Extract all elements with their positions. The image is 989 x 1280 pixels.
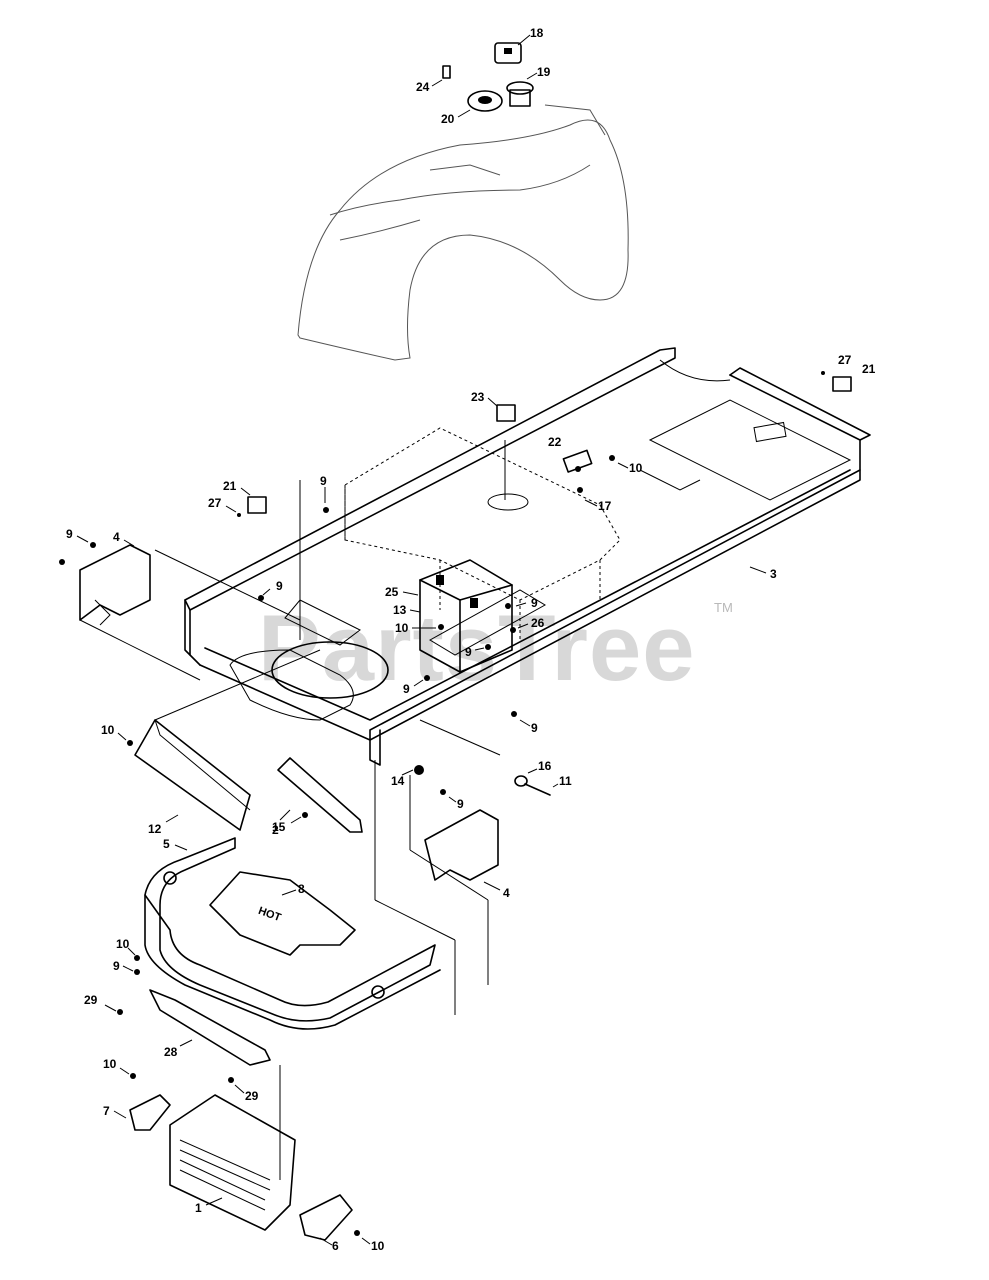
callout-15: 15	[272, 820, 286, 834]
callout-27-left: 27	[208, 496, 222, 510]
callout-29-a: 29	[84, 993, 98, 1007]
callout-9-b: 9	[66, 527, 73, 541]
callout-29-b: 29	[245, 1089, 259, 1103]
battery-13	[419, 559, 513, 673]
callout-11: 11	[559, 774, 572, 788]
callout-2: 2	[272, 823, 279, 837]
bracket-4-left	[79, 544, 151, 626]
callout-1: 1	[195, 1201, 202, 1215]
callout-13: 13	[393, 603, 407, 617]
callout-9-a: 9	[320, 474, 327, 488]
callout-17: 17	[598, 499, 612, 513]
callout-10-bumper: 10	[116, 937, 130, 951]
key-24	[442, 65, 451, 79]
callout-20: 20	[441, 112, 455, 126]
bumper-5	[144, 837, 441, 1030]
callout-10-lower: 10	[103, 1057, 117, 1071]
frame-chassis	[184, 347, 871, 766]
callout-6: 6	[332, 1239, 339, 1253]
callout-5: 5	[163, 837, 170, 851]
callout-4-right: 4	[503, 886, 510, 900]
fender-outline	[297, 104, 629, 361]
callout-26: 26	[531, 616, 545, 630]
callout-18: 18	[530, 26, 544, 40]
switch-19	[506, 81, 534, 107]
callout-10-top: 10	[629, 461, 643, 475]
callout-9-g: 9	[531, 721, 538, 735]
callout-9-e: 9	[465, 645, 472, 659]
callout-10-bottom: 10	[371, 1239, 385, 1253]
assembly-lines	[79, 440, 506, 1180]
callout-12: 12	[148, 822, 162, 836]
callout-22: 22	[548, 435, 562, 449]
callout-25: 25	[385, 585, 399, 599]
bracket-2	[277, 757, 363, 833]
bracket-7	[129, 1094, 171, 1131]
callout-23: 23	[471, 390, 485, 404]
callout-19: 19	[537, 65, 551, 79]
callout-9-i: 9	[113, 959, 120, 973]
bracket-4-right	[424, 809, 499, 881]
callout-21-top: 21	[862, 362, 876, 376]
plate-12	[134, 719, 251, 831]
callout-3: 3	[770, 567, 777, 581]
callout-4-left: 4	[113, 530, 120, 544]
heat-shield-8: HOT	[209, 871, 356, 956]
bracket-6	[299, 1194, 353, 1241]
callout-7: 7	[103, 1104, 110, 1118]
callout-8: 8	[298, 882, 305, 896]
callout-16: 16	[538, 759, 552, 773]
callout-10-battery: 10	[395, 621, 409, 635]
callout-9-f: 9	[403, 682, 410, 696]
callout-27-top: 27	[838, 353, 852, 367]
callout-9-c: 9	[276, 579, 283, 593]
key-switch-18	[494, 42, 522, 64]
callout-10-plate: 10	[101, 723, 115, 737]
callout-24: 24	[416, 80, 430, 94]
callout-21-left: 21	[223, 479, 237, 493]
callout-14: 14	[391, 774, 405, 788]
callouts: 18 19 24 20 27 21 23 22 10 17 21 27 9 9 …	[66, 26, 876, 1253]
knob-20	[467, 90, 503, 112]
grill-1	[169, 1094, 296, 1231]
bracket-28	[149, 989, 271, 1066]
hardware	[59, 371, 852, 1236]
callout-28: 28	[164, 1045, 178, 1059]
hot-label: HOT	[257, 905, 283, 924]
callout-9-h: 9	[457, 797, 464, 811]
callout-9-d: 9	[531, 596, 538, 610]
watermark-trademark: TM	[714, 600, 733, 615]
watermark-text: PartsTree	[258, 595, 696, 700]
